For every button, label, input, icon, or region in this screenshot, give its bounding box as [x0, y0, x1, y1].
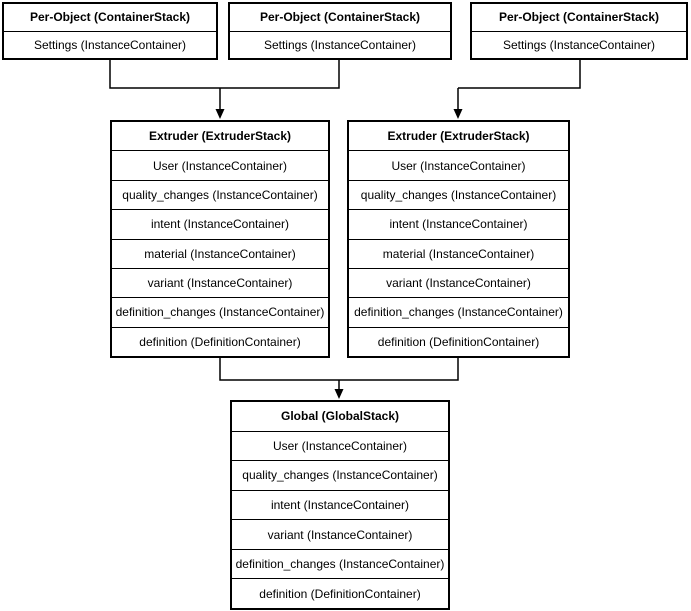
stack-row: definition_changes (InstanceContainer): [349, 297, 568, 326]
arrow-into-global-arrowhead-icon: [334, 389, 344, 399]
stack-row: definition (DefinitionContainer): [112, 326, 328, 356]
stack-row: quality_changes (InstanceContainer): [349, 179, 568, 209]
stack-row: intent (InstanceContainer): [349, 209, 568, 238]
stack-row: material (InstanceContainer): [112, 238, 328, 268]
stack-box-title: Extruder (ExtruderStack): [387, 129, 530, 144]
stack-row: variant (InstanceContainer): [112, 267, 328, 297]
join-per-object-1-and-2: [109, 60, 340, 89]
stack-row: Settings (InstanceContainer): [4, 30, 216, 59]
stack-row: definition_changes (InstanceContainer): [232, 548, 448, 579]
stack-row: User (InstanceContainer): [112, 150, 328, 179]
stack-box-title: Extruder (ExtruderStack): [148, 129, 292, 144]
stack-row: intent (InstanceContainer): [112, 209, 328, 238]
per-object-stack-1: Per-Object (ContainerStack) Settings (In…: [2, 2, 218, 60]
arrow-into-extruder-1-arrowhead-icon: [215, 109, 225, 119]
per-object-stack-3: Per-Object (ContainerStack) Settings (In…: [470, 2, 688, 60]
stack-row: quality_changes (InstanceContainer): [112, 179, 328, 209]
stack-row: quality_changes (InstanceContainer): [232, 460, 448, 490]
stack-row: Settings (InstanceContainer): [230, 30, 450, 59]
stack-row: variant (InstanceContainer): [232, 519, 448, 549]
stack-row: User (InstanceContainer): [232, 430, 448, 461]
stack-box-title: Per-Object (ContainerStack): [498, 10, 660, 25]
stack-row: material (InstanceContainer): [349, 238, 568, 268]
stack-box-title: Global (GlobalStack): [280, 409, 400, 424]
arrow-into-extruder-2-arrowhead-icon: [453, 109, 463, 119]
stack-box-title: Per-Object (ContainerStack): [259, 10, 421, 25]
join-extruders: [219, 358, 459, 381]
extruder-stack-1: Extruder (ExtruderStack) User (InstanceC…: [110, 120, 330, 358]
stack-row: variant (InstanceContainer): [349, 267, 568, 297]
stack-row: User (InstanceContainer): [349, 150, 568, 179]
stack-row: definition (DefinitionContainer): [232, 578, 448, 608]
per-object-stack-2: Per-Object (ContainerStack) Settings (In…: [228, 2, 452, 60]
join-per-object-3: [458, 60, 581, 89]
stack-row: definition_changes (InstanceContainer): [112, 297, 328, 326]
stack-box-title: Per-Object (ContainerStack): [29, 10, 191, 25]
extruder-stack-2: Extruder (ExtruderStack) User (InstanceC…: [347, 120, 570, 358]
stack-row: intent (InstanceContainer): [232, 489, 448, 520]
stack-row: Settings (InstanceContainer): [472, 30, 686, 59]
global-stack: Global (GlobalStack) User (InstanceConta…: [230, 400, 450, 610]
stack-row: definition (DefinitionContainer): [349, 326, 568, 356]
